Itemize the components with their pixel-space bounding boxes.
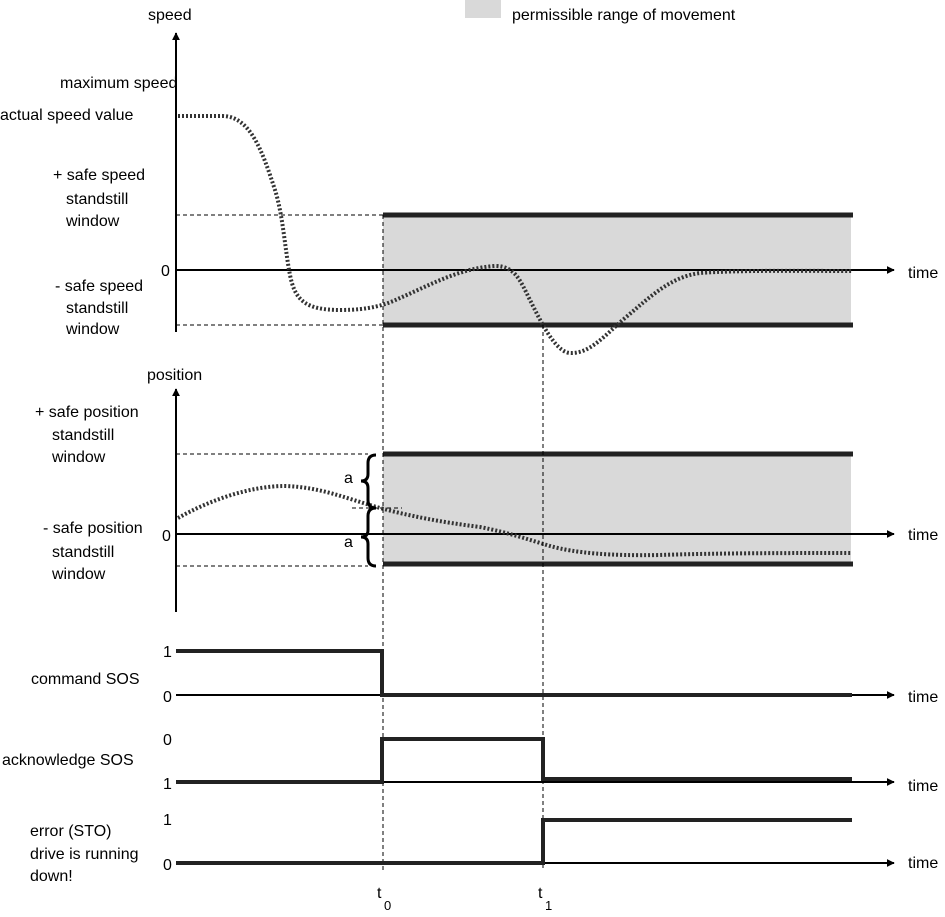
minus-speed-window-line2: standstill <box>66 300 128 317</box>
command-level-low: 0 <box>163 689 172 706</box>
error-label-line3: down! <box>30 868 73 885</box>
speed-axis-label: speed <box>148 7 192 24</box>
plus-position-window-line2: standstill <box>52 427 114 444</box>
command-sos-signal <box>176 649 852 697</box>
minus-speed-window-line1: - safe speed <box>55 278 143 295</box>
minus-speed-window-line3: window <box>65 321 120 338</box>
t1-label: t <box>538 885 543 902</box>
command-sos-panel: command SOS 1 0 time <box>31 644 938 706</box>
error-time-label: time <box>908 855 938 872</box>
error-sto-panel: error (STO) drive is running down! 1 0 t… <box>30 812 938 885</box>
t0-label: t <box>377 885 382 902</box>
error-label-line1: error (STO) <box>30 823 111 840</box>
command-sos-label: command SOS <box>31 671 139 688</box>
plus-position-window-line1: + safe position <box>35 404 139 421</box>
minus-position-window-line1: - safe position <box>43 520 143 537</box>
command-level-high: 1 <box>163 644 172 661</box>
t0-subscript: 0 <box>384 898 391 913</box>
minus-position-window-line2: standstill <box>52 544 114 561</box>
a-upper-label: a <box>344 470 353 487</box>
legend-label: permissible range of movement <box>512 7 736 24</box>
maximum-speed-label: maximum speed <box>60 75 177 92</box>
speed-panel: speed maximum speed actual speed value +… <box>0 7 938 356</box>
a-upper-brace <box>360 453 377 510</box>
position-zero-label: 0 <box>162 528 171 545</box>
position-panel: position + safe position standstill wind… <box>35 367 938 612</box>
position-permissible-band <box>383 454 851 564</box>
acknowledge-sos-panel: acknowledge SOS 0 1 time <box>2 732 938 795</box>
command-time-label: time <box>908 689 938 706</box>
plus-speed-window-line3: window <box>65 213 120 230</box>
error-level-low: 0 <box>163 857 172 874</box>
minus-position-window-line3: window <box>51 566 106 583</box>
error-label-line2: drive is running <box>30 846 139 863</box>
acknowledge-level-bottom: 1 <box>163 776 172 793</box>
t1-subscript: 1 <box>545 898 552 913</box>
a-lower-brace <box>360 506 377 568</box>
position-time-label: time <box>908 527 938 544</box>
position-axis-label: position <box>147 367 202 384</box>
plus-position-window-line3: window <box>51 449 106 466</box>
plus-speed-window-line2: standstill <box>66 191 128 208</box>
plus-speed-window-line1: + safe speed <box>53 167 145 184</box>
position-actual-curve <box>177 483 853 558</box>
error-level-high: 1 <box>163 812 172 829</box>
acknowledge-sos-signal <box>176 737 852 784</box>
speed-zero-label: 0 <box>161 263 170 280</box>
speed-time-label: time <box>908 265 938 282</box>
a-lower-label: a <box>344 534 353 551</box>
acknowledge-sos-label: acknowledge SOS <box>2 752 134 769</box>
acknowledge-time-label: time <box>908 778 938 795</box>
actual-speed-value-label: actual speed value <box>0 107 134 124</box>
speed-actual-curve <box>178 114 853 356</box>
legend-swatch <box>465 0 501 18</box>
acknowledge-level-top: 0 <box>163 732 172 749</box>
error-sto-signal <box>176 818 852 865</box>
